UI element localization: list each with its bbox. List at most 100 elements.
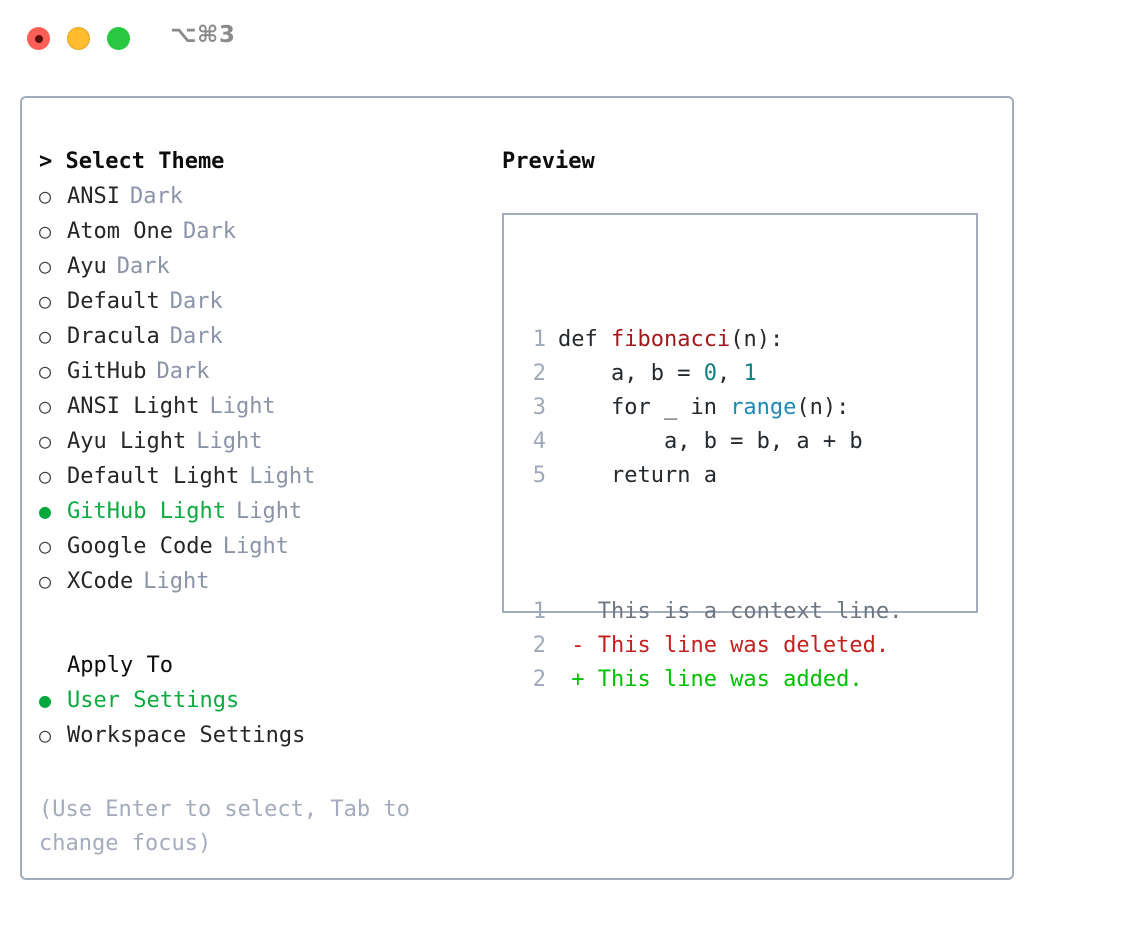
- theme-item[interactable]: ○ ANSI Light Light: [39, 389, 479, 424]
- radio-unselected-icon: ○: [39, 429, 52, 453]
- code-token-plain: a, b = b, a + b: [558, 429, 863, 454]
- radio-unselected-icon: ○: [39, 534, 52, 558]
- theme-item[interactable]: ○ Ayu Light Light: [39, 424, 479, 459]
- theme-item-label: Ayu Light: [67, 429, 187, 454]
- radio-unselected-icon: ○: [39, 324, 52, 348]
- radio-selected-icon: ●: [39, 499, 52, 523]
- radio-unselected-icon: ○: [39, 394, 52, 418]
- diff-lines: 1 This is a context line.2 - This line w…: [524, 595, 903, 697]
- code-token-fn: fibonacci: [610, 327, 731, 352]
- line-number: 4: [532, 429, 546, 454]
- theme-item-label: Default: [67, 289, 160, 314]
- theme-item-variant: Dark: [116, 254, 170, 279]
- radio-unselected-icon: ○: [39, 359, 52, 383]
- radio-unselected-icon: ○: [39, 723, 52, 747]
- code-token-plain: (n):: [796, 395, 850, 420]
- radio-unselected-icon: ○: [39, 569, 52, 593]
- diff-line-text: This is a context line.: [558, 599, 903, 624]
- theme-item-variant: Dark: [129, 184, 183, 209]
- code-line: 2 a, b = 0, 1: [524, 357, 902, 391]
- code-token-num: 1: [743, 361, 757, 386]
- radio-unselected-icon: ○: [39, 254, 52, 278]
- section-spacer: [39, 599, 479, 649]
- theme-item[interactable]: ○ ANSI Dark: [39, 179, 479, 214]
- theme-item-label: XCode: [67, 569, 134, 594]
- minimize-button[interactable]: [67, 27, 90, 50]
- diff-line-text: - This line was deleted.: [558, 633, 890, 658]
- code-line: 3 for _ in range(n):: [524, 391, 902, 425]
- theme-item-variant: Dark: [169, 289, 223, 314]
- theme-item-label: ANSI: [67, 184, 120, 209]
- line-number: 2: [532, 633, 546, 658]
- theme-item-variant: Light: [209, 394, 276, 419]
- theme-item-variant: Light: [222, 534, 289, 559]
- theme-item-variant: Light: [249, 464, 316, 489]
- window-controls: [27, 27, 130, 50]
- title-bar: ⌥⌘3: [0, 0, 1140, 78]
- code-token-plain: return a: [558, 463, 717, 488]
- theme-item-variant: Dark: [156, 359, 210, 384]
- keyboard-hint: (Use Enter to select, Tab to change focu…: [39, 797, 410, 856]
- radio-unselected-icon: ○: [39, 184, 52, 208]
- theme-item[interactable]: ○ Ayu Dark: [39, 249, 479, 284]
- apply-to-item[interactable]: ○ Workspace Settings: [39, 718, 479, 753]
- theme-item[interactable]: ○ GitHub Dark: [39, 354, 479, 389]
- radio-selected-icon: ●: [39, 688, 52, 712]
- theme-item-label: Dracula: [67, 324, 160, 349]
- theme-item-variant: Dark: [169, 324, 223, 349]
- diff-line-ctx: 1 This is a context line.: [524, 595, 903, 629]
- radio-unselected-icon: ○: [39, 289, 52, 313]
- apply-to-item-label: Workspace Settings: [67, 723, 306, 748]
- theme-item-label: Ayu: [67, 254, 107, 279]
- apply-to-item[interactable]: ● User Settings: [39, 683, 479, 718]
- theme-item-label: GitHub: [67, 359, 147, 384]
- code-token-call: range: [730, 395, 797, 420]
- theme-item[interactable]: ○ Default Dark: [39, 284, 479, 319]
- radio-unselected-icon: ○: [39, 464, 52, 488]
- apply-to-list: ● User Settings ○ Workspace Settings: [39, 683, 479, 753]
- theme-item-label: Google Code: [67, 534, 213, 559]
- line-number: 5: [532, 463, 546, 488]
- theme-item-variant: Light: [196, 429, 263, 454]
- theme-item-label: Atom One: [67, 219, 173, 244]
- close-button[interactable]: [27, 27, 50, 50]
- apply-to-heading: Apply To: [67, 653, 173, 678]
- line-number: 1: [532, 599, 546, 624]
- zoom-button[interactable]: [107, 27, 130, 50]
- diff-line-add: 2 + This line was added.: [524, 663, 902, 697]
- code-token-plain: a, b =: [558, 361, 704, 386]
- code-line: 5 return a: [524, 459, 902, 493]
- code-token-kw: for _ in: [558, 395, 731, 420]
- radio-unselected-icon: ○: [39, 219, 52, 243]
- code-token-plain: ,: [716, 361, 744, 386]
- diff-line-del: 2 - This line was deleted.: [524, 629, 902, 663]
- theme-item[interactable]: ○ Google Code Light: [39, 529, 479, 564]
- theme-item-label: ANSI Light: [67, 394, 200, 419]
- theme-item[interactable]: ○ Default Light Light: [39, 459, 479, 494]
- line-number: 2: [532, 667, 546, 692]
- code-line: 4 a, b = b, a + b: [524, 425, 902, 459]
- theme-item[interactable]: ○ Dracula Dark: [39, 319, 479, 354]
- select-theme-heading: > Select Theme: [39, 149, 225, 174]
- code-token-kw: def: [558, 327, 611, 352]
- theme-item-label: Default Light: [67, 464, 240, 489]
- preview-heading: Preview: [502, 149, 595, 174]
- line-number: 2: [532, 361, 546, 386]
- theme-item-variant: Light: [235, 499, 303, 524]
- code-token-num: 0: [703, 361, 717, 386]
- apply-to-item-label: User Settings: [67, 688, 240, 713]
- code-token-plain: (n):: [730, 327, 784, 352]
- diff-line-text: + This line was added.: [558, 667, 863, 692]
